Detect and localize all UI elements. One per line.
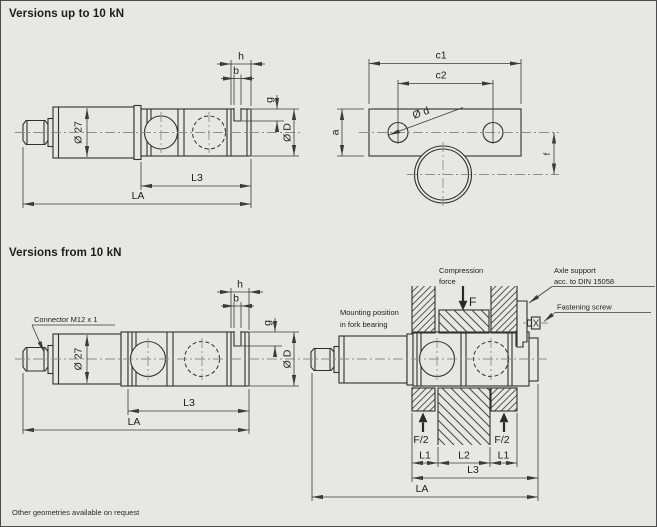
footer-note: Other geometries available on request: [12, 508, 140, 517]
compression-force-callout: Compression force: [439, 266, 483, 286]
axle-support-callout: Axle support acc. to DIN 15058: [528, 266, 655, 304]
dim-h: h: [217, 279, 263, 330]
dim-label: g: [262, 320, 274, 326]
dim-dia-d: Ø d: [388, 105, 464, 136]
force-arrow-F2-right: F/2: [494, 412, 510, 446]
callout-label: acc. to DIN 15058: [554, 277, 614, 286]
drawing-side-view-small: Ø 27 h b g: [15, 51, 303, 208]
dim-label: c1: [435, 50, 446, 62]
dim-label: Ø D: [282, 123, 294, 142]
callout-label: in fork bearing: [340, 320, 388, 329]
screw-tip: [526, 319, 533, 327]
dim-label: h: [237, 279, 243, 291]
section-title-from-10kn: Versions from 10 kN: [9, 247, 122, 259]
connector-step: [47, 344, 54, 375]
dim-h: h: [217, 51, 265, 106]
dim-label: Ø d: [411, 105, 431, 122]
dim-label: L3: [183, 397, 195, 409]
hidden-hole: [192, 115, 226, 150]
dim-LA: LA: [22, 373, 249, 434]
dim-label: b: [233, 293, 239, 305]
dim-label: Ø 27: [73, 347, 85, 370]
drawing-mounting-view: F F/2 F/2 Compression force Axle support…: [303, 266, 655, 501]
callout-label: force: [439, 277, 456, 286]
dim-dia27: Ø 27: [73, 335, 90, 383]
axle-support-plate: [516, 300, 528, 348]
slot-outline: [233, 331, 242, 347]
dim-label: L1: [419, 450, 431, 462]
slot-cutout: [234, 330, 241, 346]
screw-slot: [533, 319, 539, 327]
slot-outline: [233, 108, 242, 122]
force-arrow-F: F: [458, 286, 476, 311]
dim-a: a: [330, 108, 364, 157]
connector-step: [333, 345, 340, 374]
dim-b: b: [221, 293, 254, 328]
dim-label: Ø 27: [73, 121, 85, 144]
callout-label: Compression: [439, 266, 483, 275]
dim-f: f: [542, 132, 557, 175]
dim-diaD: Ø D: [250, 331, 299, 387]
dim-dia27: Ø 27: [73, 108, 90, 157]
pin-end-cap: [528, 337, 539, 382]
dim-diaD: Ø D: [252, 108, 299, 157]
compression-pad: [438, 309, 490, 334]
dim-label: L3: [467, 464, 479, 476]
dim-label: L2: [458, 450, 470, 462]
dim-c2: c2: [398, 70, 493, 86]
dim-c1: c1: [368, 50, 522, 104]
callout-label: Axle support: [554, 266, 597, 275]
dim-LA: LA: [22, 147, 251, 208]
callout-label: Mounting position: [340, 308, 399, 317]
fork-bearing-lower: [411, 387, 518, 412]
dim-label: b: [233, 65, 239, 77]
force-label: F: [469, 295, 476, 309]
dim-label: f: [542, 152, 553, 155]
dim-label: g: [264, 97, 276, 103]
sensor-body: [338, 335, 408, 384]
dim-b: b: [221, 65, 254, 105]
dim-label: Ø D: [282, 349, 294, 368]
force-label: F/2: [494, 434, 509, 446]
callout-label: Connector M12 x 1: [34, 315, 97, 324]
dim-LA: LA: [311, 373, 538, 501]
mounting-position-callout: Mounting position in fork bearing: [340, 308, 399, 329]
dim-L3: L3: [140, 159, 252, 208]
force-label: F/2: [413, 434, 428, 446]
dim-L3: L3: [412, 384, 539, 501]
dim-L1-L2-L1: L1 L2 L1: [411, 413, 518, 482]
dim-g: g: [242, 318, 282, 357]
flange: [406, 333, 414, 386]
force-arrow-F2-left: F/2: [413, 412, 429, 446]
dim-label: LA: [416, 483, 429, 495]
callout-label: Fastening screw: [557, 303, 612, 312]
dim-label: L1: [498, 450, 510, 462]
section-title-up-to-10kn: Versions up to 10 kN: [9, 8, 125, 20]
dim-label: L3: [191, 172, 203, 184]
dim-g: g: [242, 95, 284, 132]
dim-L3: L3: [127, 389, 250, 434]
connector-callout: Connector M12 x 1: [31, 315, 115, 353]
dim-label: c2: [435, 70, 446, 82]
dim-label: LA: [132, 190, 145, 202]
dim-label: LA: [128, 416, 141, 428]
dim-label: a: [330, 129, 342, 135]
drawing-side-view-large: Connector M12 x 1 Ø 27 h b: [15, 279, 303, 434]
fastening-screw-callout: Fastening screw: [543, 303, 651, 322]
slot-cutout: [234, 107, 241, 121]
support-block-lower: [437, 387, 491, 445]
drawing-front-view: c1 c2 a Ø d f: [330, 50, 559, 209]
fork-bearing-upper: [411, 286, 518, 334]
dim-label: h: [238, 51, 244, 63]
